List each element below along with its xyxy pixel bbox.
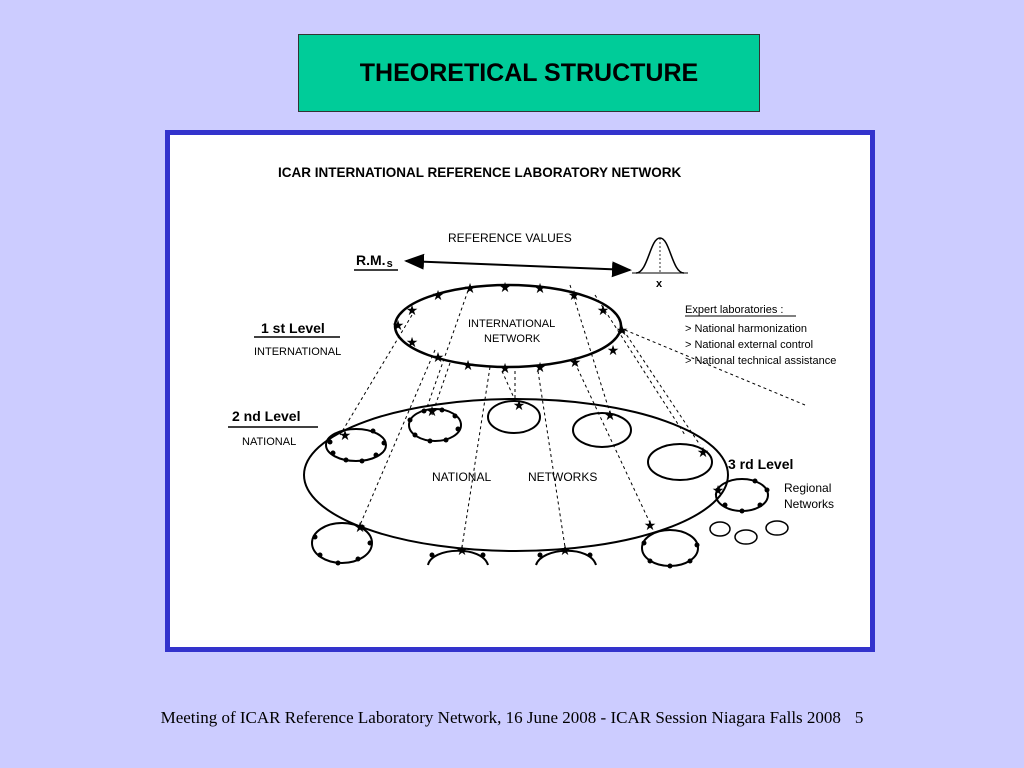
international-network-ellipse: [393, 283, 623, 369]
level2-sub: NATIONAL: [242, 436, 296, 448]
svg-text:★: ★: [697, 444, 710, 460]
x-bar-label: x: [656, 278, 663, 290]
svg-text:★: ★: [456, 542, 469, 558]
level3-title: 3 rd Level: [728, 456, 793, 472]
footer-text: Meeting of ICAR Reference Laboratory Net…: [160, 708, 841, 727]
svg-text:★: ★: [568, 287, 581, 303]
level3-sub-1: Regional: [784, 481, 831, 495]
bottom-sub-network-dots: [312, 478, 770, 569]
svg-text:★: ★: [607, 342, 620, 358]
reference-values-arrow: [404, 253, 632, 278]
national-label: NATIONAL: [432, 470, 491, 484]
rms-label: R.M.s: [356, 252, 393, 270]
svg-text:★: ★: [406, 302, 419, 318]
svg-text:★: ★: [426, 403, 439, 419]
page-number: 5: [854, 708, 864, 727]
slide-footer: Meeting of ICAR Reference Laboratory Net…: [0, 708, 1024, 728]
bell-curve-icon: [632, 237, 688, 274]
slide-title: THEORETICAL STRUCTURE: [359, 58, 699, 87]
svg-text:★: ★: [616, 322, 629, 338]
network-diagram: ICAR INTERNATIONAL REFERENCE LABORATORY …: [228, 165, 836, 569]
international-network-label-1: INTERNATIONAL: [468, 318, 555, 330]
svg-text:★: ★: [513, 397, 526, 413]
regional-networks-circles: [709, 520, 789, 545]
national-sub-networks: [325, 400, 713, 481]
slide-title-box: THEORETICAL STRUCTURE: [298, 34, 760, 112]
networks-label: NETWORKS: [528, 470, 597, 484]
level3-sub-2: Networks: [784, 497, 834, 511]
star-markers: ★★★ ★★★ ★★★ ★★★ ★★★ ★: [392, 279, 629, 376]
international-network-label-2: NETWORK: [484, 333, 541, 345]
svg-text:★: ★: [534, 359, 547, 375]
national-network-ellipse: [303, 398, 729, 552]
svg-text:★: ★: [644, 517, 657, 533]
svg-text:★: ★: [432, 287, 445, 303]
diagram-heading: ICAR INTERNATIONAL REFERENCE LABORATORY …: [278, 165, 682, 180]
svg-text:★: ★: [712, 482, 725, 498]
svg-text:★: ★: [392, 317, 405, 333]
svg-text:★: ★: [499, 279, 512, 295]
national-star-markers: ★ ★ ★ ★ ★ ★ ★ ★ ★ ★: [339, 397, 725, 558]
svg-text:★: ★: [559, 542, 572, 558]
svg-text:★: ★: [534, 280, 547, 296]
svg-text:★: ★: [339, 427, 352, 443]
diagram-frame: ICAR INTERNATIONAL REFERENCE LABORATORY …: [165, 130, 875, 652]
svg-text:★: ★: [604, 407, 617, 423]
reference-values-label: REFERENCE VALUES: [448, 231, 572, 245]
svg-text:★: ★: [432, 349, 445, 365]
expert-item-3: > National technical assistance: [685, 355, 836, 367]
svg-text:★: ★: [462, 357, 475, 373]
sub-network-dots: [327, 407, 461, 464]
svg-text:★: ★: [406, 334, 419, 350]
level2-title: 2 nd Level: [232, 408, 300, 424]
level1-sub: INTERNATIONAL: [254, 346, 341, 358]
expert-title: Expert laboratories :: [685, 304, 783, 316]
svg-text:★: ★: [464, 280, 477, 296]
level1-title: 1 st Level: [261, 320, 325, 336]
svg-text:★: ★: [354, 519, 367, 535]
svg-text:★: ★: [499, 360, 512, 376]
expert-item-1: > National harmonization: [685, 323, 807, 335]
svg-text:★: ★: [597, 302, 610, 318]
expert-item-2: > National external control: [685, 339, 813, 351]
projection-lines: [339, 284, 806, 548]
svg-text:★: ★: [569, 354, 582, 370]
